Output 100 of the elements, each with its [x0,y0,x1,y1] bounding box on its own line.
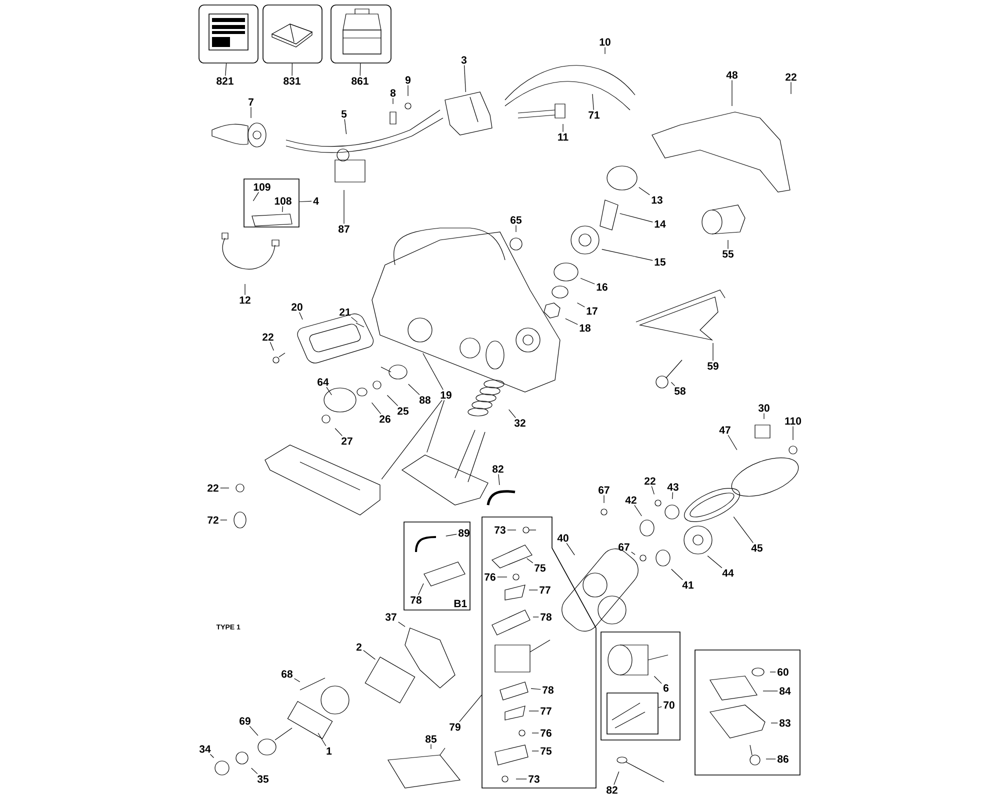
callout-number: 32 [514,419,526,427]
callout-number: 83 [780,719,790,727]
leader-line [464,64,466,92]
callout-number: 88 [420,396,430,404]
leader-line [562,124,564,132]
leader-line [658,706,662,708]
leader-line [733,516,754,544]
leader-line [430,744,432,750]
leader-line [398,622,406,627]
callout-number: 21 [340,308,351,316]
leader-line [326,386,332,396]
leader-line [381,400,442,480]
leader-line [671,568,683,580]
callout-number: 67 [598,486,610,494]
inset-box [600,632,680,740]
leader-line [426,400,445,453]
leader-line [225,63,227,76]
leader-line [252,192,259,202]
callout-number: 48 [726,71,738,79]
callout-number: 7 [248,98,254,106]
callout-number: 58 [674,387,686,395]
leader-line [498,474,500,486]
callout-number: 110 [785,417,802,425]
callout-number: 108 [274,197,292,205]
leader-line [516,778,527,780]
callout-number: 75 [540,747,552,755]
callout-number: 35 [257,775,269,783]
leader-line [392,98,394,104]
leader-line [728,434,738,450]
callout-number: 69 [240,717,250,725]
callout-number: 87 [338,225,350,233]
leader-line [604,46,606,54]
callout-number: 68 [282,670,292,678]
leader-line [762,690,778,692]
leader-line [580,278,595,284]
callout-number: 77 [540,586,550,594]
callout-number: 76 [540,729,552,737]
case-picture [330,4,392,64]
leader-line [532,616,539,618]
leader-line [508,409,516,418]
callout-number: 73 [528,775,540,783]
callout-number: 78 [542,686,554,694]
callout-number: 71 [588,111,600,119]
leader-line [350,316,358,322]
callout-number: 78 [540,613,552,621]
callout-number: 43 [667,483,678,491]
callout-number: 41 [682,581,694,589]
callout-number: 8 [390,89,396,97]
callout-number: 2 [356,643,362,651]
callout-number: 6 [663,684,669,692]
leader-line [770,722,778,724]
leader-line [250,106,252,118]
callout-number: 65 [510,216,522,224]
leader-line [318,732,326,746]
callout-number: 22 [644,477,656,485]
leader-line [360,63,361,76]
callout-number: 60 [778,668,788,676]
callout-number: 37 [385,613,396,621]
leader-line [386,394,398,406]
callout-number: 17 [586,307,598,315]
leader-line [620,213,653,222]
leader-line [446,534,457,536]
inset-box [244,178,300,228]
leader-line [614,771,620,786]
leader-line [651,486,654,495]
callout-number: 34 [199,745,211,753]
callout-number: 77 [540,707,552,715]
leader-line [532,750,539,752]
leader-line [344,118,347,134]
callout-number: 73 [494,526,506,534]
callout-number: 10 [600,38,610,46]
callout-number: 42 [625,496,636,504]
leader-line [631,552,636,555]
inset-box [482,516,596,788]
leader-line [670,382,676,386]
callout-number: 75 [534,564,546,572]
callout-number: 18 [580,324,591,332]
callout-number: 3 [461,56,467,64]
callout-number: 67 [618,543,630,551]
callout-number: 26 [380,415,390,423]
leader-line [638,187,650,196]
callout-number: 70 [664,701,674,709]
inset-box [694,650,800,776]
callout-number: 821 [216,77,234,85]
callout-number: 19 [440,391,452,399]
leader-line [530,688,541,690]
leader-line [363,650,376,660]
book-picture [262,4,322,64]
leader-line [766,758,776,760]
leader-line [792,426,794,440]
leader-line [602,248,653,261]
leader-line [251,768,258,774]
callout-number: 4 [313,197,319,205]
callout-number: 5 [341,110,347,118]
callout-number: 14 [654,220,666,228]
callout-number: 15 [654,258,666,266]
callout-number: 25 [398,407,409,415]
callout-number: 20 [292,303,302,311]
leader-line [592,94,594,110]
callout-number: 72 [208,516,218,524]
